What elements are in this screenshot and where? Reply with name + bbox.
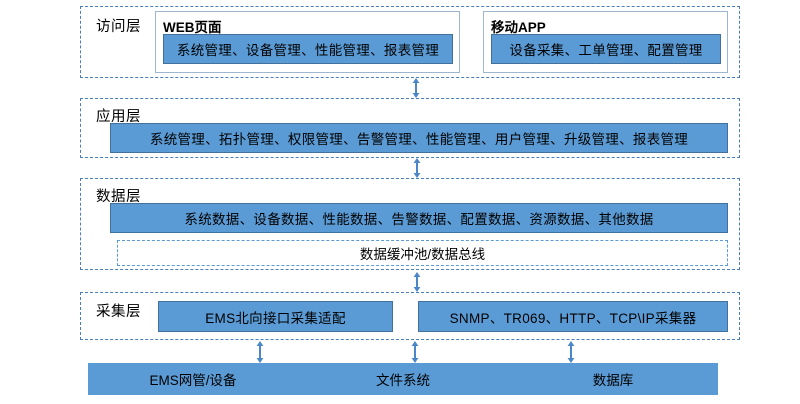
panel-mobile-app-title: 移动APP bbox=[491, 20, 546, 35]
layer-data-label: 数据层 bbox=[96, 189, 141, 205]
connector-collection-to-database bbox=[564, 341, 578, 363]
bar-application-functions[interactable]: 系统管理、拓扑管理、权限管理、告警管理、性能管理、用户管理、升级管理、报表管理 bbox=[110, 123, 728, 153]
connector-collection-to-filesystem bbox=[408, 341, 422, 363]
resource-cell-filesystem[interactable]: 文件系统 bbox=[376, 373, 430, 388]
panel-web-title: WEB页面 bbox=[163, 20, 222, 35]
layer-collection-label: 采集层 bbox=[96, 304, 141, 320]
bar-protocol-collectors[interactable]: SNMP、TR069、HTTP、TCP\IP采集器 bbox=[418, 301, 728, 332]
bar-mobile-functions[interactable]: 设备采集、工单管理、配置管理 bbox=[491, 34, 721, 64]
bar-ems-northbound-adapter[interactable]: EMS北向接口采集适配 bbox=[158, 301, 393, 332]
bar-web-functions[interactable]: 系统管理、设备管理、性能管理、报表管理 bbox=[163, 34, 453, 64]
resource-bar: EMS网管/设备 文件系统 数据库 bbox=[88, 363, 718, 395]
resource-cell-ems[interactable]: EMS网管/设备 bbox=[149, 373, 237, 388]
connector-access-to-application bbox=[409, 78, 423, 98]
layer-access-label: 访问层 bbox=[96, 19, 141, 35]
bar-data-types[interactable]: 系统数据、设备数据、性能数据、告警数据、配置数据、资源数据、其他数据 bbox=[110, 203, 728, 233]
data-bus-box[interactable]: 数据缓冲池/数据总线 bbox=[117, 240, 728, 266]
connector-data-to-collection bbox=[410, 272, 424, 292]
layer-application-label: 应用层 bbox=[96, 109, 141, 125]
connector-application-to-data bbox=[410, 158, 424, 178]
connector-collection-to-ems bbox=[253, 341, 267, 363]
resource-cell-database[interactable]: 数据库 bbox=[592, 373, 634, 388]
